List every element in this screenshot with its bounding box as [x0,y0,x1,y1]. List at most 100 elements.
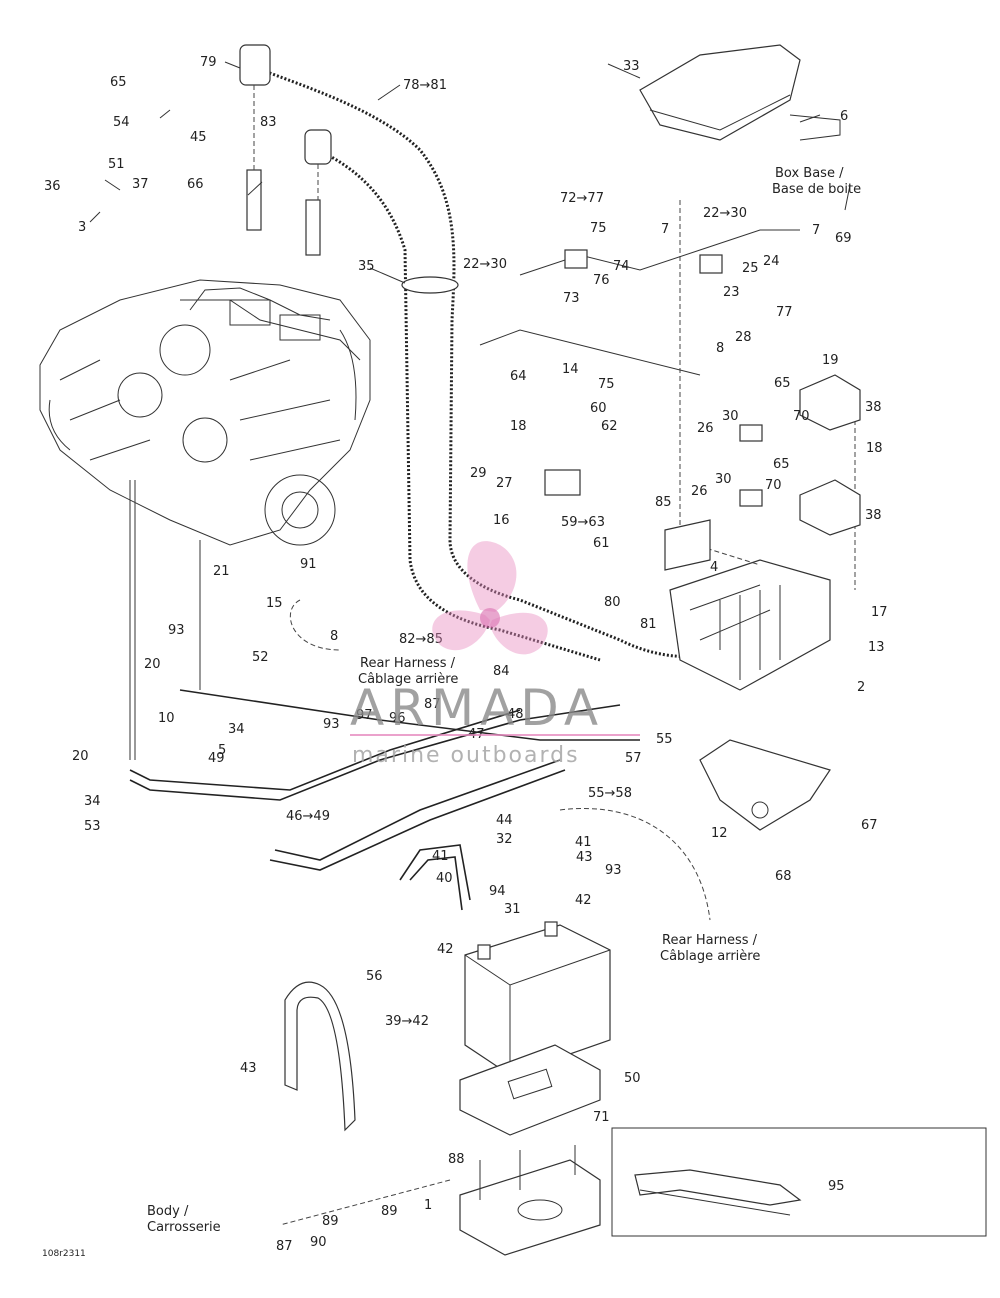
label-93-c: 93 [605,863,622,878]
label-48: 48 [507,707,524,722]
watermark-brand: ARMADA [350,679,604,737]
label-38: 38 [865,400,882,415]
battery-strap [284,981,356,1132]
label-49: 49 [208,751,225,766]
captions: Box Base / Base de boite Rear Harness / … [42,166,861,1259]
ignition-cables [239,44,721,662]
label-21: 21 [213,564,230,579]
label-65-b: 65 [774,376,791,391]
caption-body-en: Body / [147,1204,189,1219]
battery-tray [459,1044,601,1136]
label-17: 17 [871,605,888,620]
label-87-b: 87 [276,1239,293,1254]
label-74: 74 [613,259,630,274]
label-56: 56 [366,969,383,984]
label-23: 23 [723,285,740,300]
label-89-b: 89 [381,1204,398,1219]
label-43-b: 43 [240,1061,257,1076]
label-59-63: 59→63 [561,515,605,530]
label-44: 44 [496,813,513,828]
label-97: 97 [356,708,373,723]
label-28: 28 [735,330,752,345]
label-32: 32 [496,832,513,847]
label-57: 57 [625,751,642,766]
caption-rear-harness-1-fr: Câblage arrière [358,672,458,687]
label-93-b: 93 [323,717,340,732]
label-90: 90 [310,1235,327,1250]
caption-rear-harness-2-fr: Câblage arrière [660,949,760,964]
label-89: 89 [322,1214,339,1229]
label-70: 70 [793,409,810,424]
watermark-tagline: marine outboards [352,743,580,768]
label-43: 43 [576,850,593,865]
label-29: 29 [470,466,487,481]
label-83: 83 [260,115,277,130]
label-41-b: 41 [432,849,449,864]
leader-lines [89,61,851,284]
label-75: 75 [590,221,607,236]
label-80: 80 [604,595,621,610]
label-27: 27 [496,476,513,491]
label-7-b: 7 [812,223,820,238]
label-15: 15 [266,596,283,611]
label-42-b: 42 [437,942,454,957]
label-42: 42 [575,893,592,908]
label-30: 30 [722,409,739,424]
label-77: 77 [776,305,793,320]
label-96: 96 [389,711,406,726]
label-73: 73 [563,291,580,306]
caption-rear-harness-2-en: Rear Harness / [662,933,758,948]
engine-illustration [39,279,371,546]
figure-code: 108r2311 [42,1249,86,1259]
label-2: 2 [857,680,865,695]
label-65: 65 [110,75,127,90]
label-50: 50 [624,1071,641,1086]
label-75-b: 75 [598,377,615,392]
label-45: 45 [190,130,207,145]
label-16: 16 [493,513,510,528]
label-41: 41 [575,835,592,850]
label-13: 13 [868,640,885,655]
label-20: 20 [144,657,161,672]
relays [544,249,861,571]
label-94: 94 [489,884,506,899]
label-19: 19 [822,353,839,368]
label-93: 93 [168,623,185,638]
label-39-42: 39→42 [385,1014,429,1029]
caption-rear-harness-1-en: Rear Harness / [360,656,456,671]
label-5: 5 [218,743,226,758]
part-labels: 79 78→81 65 54 45 83 51 37 36 3 66 35 22… [44,55,888,1254]
label-38-b: 38 [865,508,882,523]
battery-support [459,1145,601,1256]
label-70-b: 70 [765,478,782,493]
electrical-box-cover [639,44,841,141]
label-71: 71 [593,1110,610,1125]
label-51: 51 [108,157,125,172]
label-40: 40 [436,871,453,886]
label-34: 34 [228,722,245,737]
label-53: 53 [84,819,101,834]
label-10: 10 [158,711,175,726]
label-35: 35 [358,259,375,274]
label-72-77: 72→77 [560,191,604,206]
label-88: 88 [448,1152,465,1167]
label-84: 84 [493,664,510,679]
label-36: 36 [44,179,61,194]
label-24: 24 [763,254,780,269]
label-22-30-b: 22→30 [703,206,747,221]
label-18: 18 [510,419,527,434]
label-33: 33 [623,59,640,74]
label-69: 69 [835,231,852,246]
label-76: 76 [593,273,610,288]
label-55-58: 55→58 [588,786,632,801]
label-55: 55 [656,732,673,747]
watermark-logo: ARMADA marine outboards [350,541,640,768]
label-79: 79 [200,55,217,70]
label-25: 25 [742,261,759,276]
label-3: 3 [78,220,86,235]
label-22-30-a: 22→30 [463,257,507,272]
label-81: 81 [640,617,657,632]
label-54: 54 [113,115,130,130]
label-26-b: 26 [691,484,708,499]
